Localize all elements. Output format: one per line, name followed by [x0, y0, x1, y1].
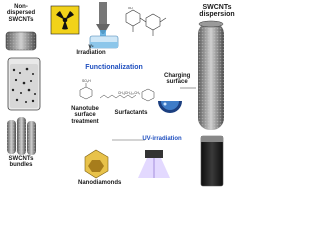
swcnts-dispersion-label: SWCNTs dispersion: [199, 4, 235, 19]
dispersion-vial-icon: [200, 135, 224, 187]
gamma-irradiation-label: γ-Irradiation: [76, 44, 106, 57]
swcnts-bundles-label: SWCNTs bundles: [8, 156, 34, 169]
bundles-vial-icon: [7, 57, 41, 111]
functionalization-label: Functionalization: [85, 64, 143, 71]
charging-sphere-icon: [158, 101, 182, 113]
svg-text:OH: OH: [128, 6, 133, 10]
nanotube-treatment-label: Nanotube surface treatment: [71, 106, 99, 125]
charging-surface-label: Charging surface: [164, 73, 191, 86]
nanodiamond-icon: [84, 149, 109, 179]
sulfonate-molecule-icon: SO₃H: [79, 79, 93, 100]
svg-text:CH₂(CH₂)₁₀CH₃: CH₂(CH₂)₁₀CH₃: [118, 91, 141, 95]
svg-text:SO₃H: SO₃H: [82, 79, 91, 83]
gamma-irradiation-apparatus-icon: [89, 2, 119, 49]
flow-arrows: [112, 87, 196, 141]
nanodiamonds-label: Nanodiamonds: [78, 180, 122, 186]
radiation-hazard-icon: [50, 5, 80, 35]
surfactant-molecule-icon: CH₂(CH₂)₁₀CH₃: [99, 88, 155, 102]
non-dispersed-label: Non-dispersed SWCNTs: [6, 4, 36, 23]
nanotube-dispersion-icon: [198, 20, 224, 130]
nanotube-bundle-icon: [7, 117, 36, 155]
surfactants-label: Surfactants: [114, 110, 148, 116]
uv-irradiation-label: UV-irradiation: [142, 136, 182, 142]
nanotube-single-icon: [5, 31, 37, 51]
polymer-structure-icon: OH: [125, 6, 167, 36]
uv-lamp-icon: [138, 150, 170, 178]
diagram-canvas: OH SO₃H CH₂(CH₂)₁₀CH₃: [5, 2, 235, 187]
diagram-graphics: OH SO₃H CH₂(CH₂)₁₀CH₃: [5, 2, 224, 187]
